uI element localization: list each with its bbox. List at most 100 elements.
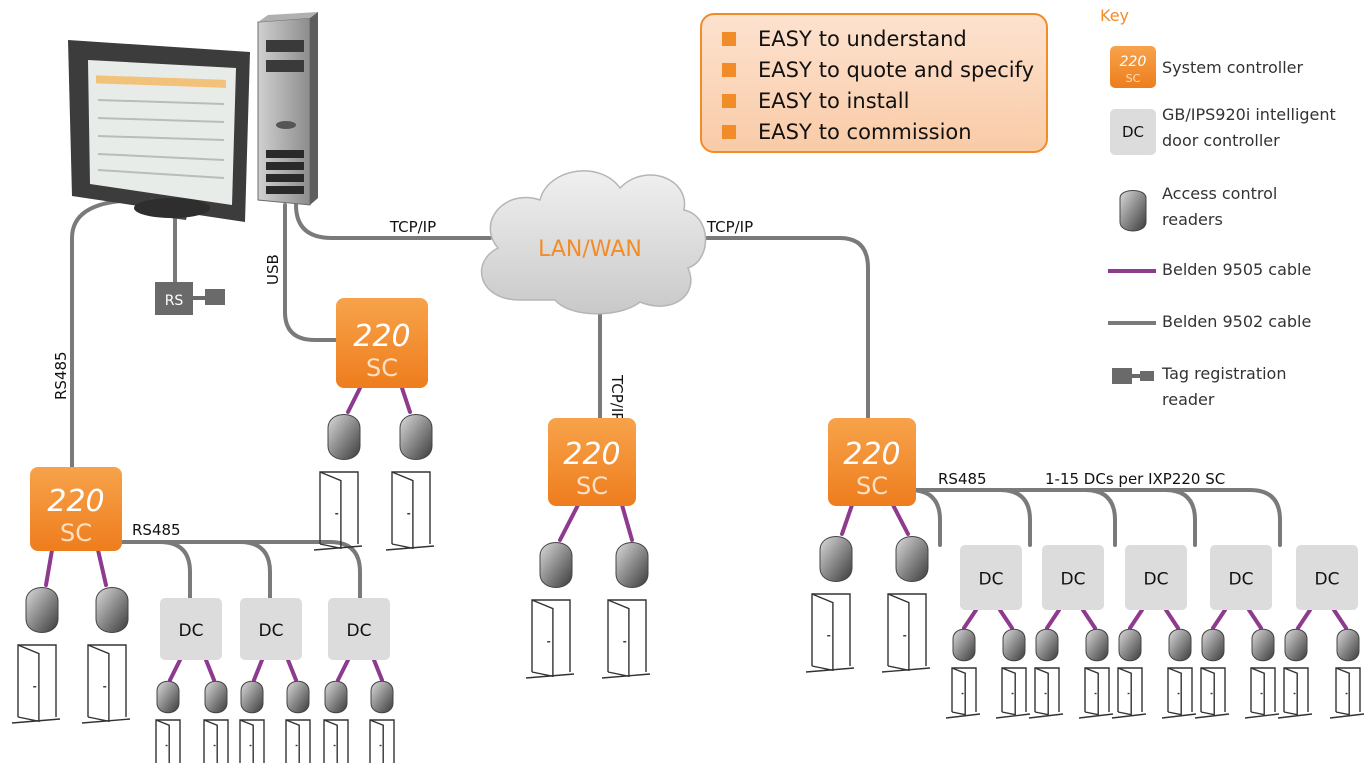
usb-label: USB (264, 254, 282, 285)
door-icon (285, 719, 311, 763)
access-reader-icon (1284, 628, 1308, 662)
benefit-strong: EASY (758, 57, 812, 82)
door-icon (239, 719, 265, 763)
legend-label: readers (1162, 210, 1223, 229)
rs485-label-vertical: RS485 (52, 351, 70, 400)
dc-label: DC (1061, 570, 1086, 590)
benefit-text: to understand (818, 26, 967, 51)
legend-item-door-controller: DC GB/IPS920i intelligent door controlle… (1100, 105, 1370, 157)
door-icon (1028, 667, 1064, 719)
door-controller: DC (960, 545, 1022, 610)
benefit-item: EASY to install (722, 85, 1046, 116)
legend: Key 220 SC System controller DC GB/IPS92… (1100, 0, 1370, 420)
lan-wan-cloud: LAN/WAN (480, 170, 707, 315)
door-icon (881, 593, 931, 673)
access-reader-icon (1002, 628, 1026, 662)
purple-cables (44, 386, 1348, 682)
benefit-strong: EASY (758, 88, 812, 113)
legend-label: reader (1162, 390, 1215, 409)
svg-text:220: 220 (47, 484, 104, 519)
svg-text:DC: DC (1122, 123, 1144, 141)
door-icon (313, 471, 363, 551)
legend-label: Belden 9502 cable (1162, 312, 1312, 331)
door-icon (1329, 667, 1365, 719)
legend-item-tag-reader: Tag registration reader (1100, 362, 1370, 412)
door-icon (805, 593, 855, 673)
bullet-square-icon (722, 124, 736, 139)
benefit-item: EASY to quote and specify (722, 54, 1046, 85)
legend-item-cable-9505: Belden 9505 cable (1100, 258, 1370, 308)
door-icon (601, 599, 651, 679)
door-icon (323, 719, 349, 763)
door-icon (1161, 667, 1197, 719)
dc-label: DC (347, 621, 372, 641)
access-reader-icon (1035, 628, 1059, 662)
access-reader-icon (1119, 190, 1147, 232)
svg-text:SC: SC (60, 519, 92, 547)
legend-item-reader: Access control readers (1100, 182, 1370, 232)
access-readers (25, 414, 1360, 714)
access-reader-icon (615, 542, 649, 588)
svg-text:220: 220 (843, 437, 900, 472)
benefits-panel: EASY to understand EASY to quote and spe… (700, 13, 1048, 153)
door-icon (155, 719, 181, 763)
svg-text:220: 220 (1120, 54, 1147, 70)
access-reader-icon (1201, 628, 1225, 662)
legend-label: System controller (1162, 58, 1304, 77)
system-controller-rs485: 220 SC (30, 467, 122, 551)
access-reader-icon (1168, 628, 1192, 662)
access-reader-icon (25, 587, 59, 633)
cloud-label: LAN/WAN (538, 237, 642, 262)
door-icon (1244, 667, 1280, 719)
tag-reader-icon (1112, 368, 1132, 384)
door-controller: DC (328, 598, 390, 660)
tag-registration-reader: RS (155, 282, 225, 315)
bullet-square-icon (722, 62, 736, 77)
dc-label: DC (1144, 570, 1169, 590)
rs485-label-left: RS485 (132, 521, 181, 539)
monitor-icon (68, 40, 250, 222)
door-controller: DC (160, 598, 222, 660)
tcpip-label-vertical: TCP/IP (608, 374, 626, 421)
access-reader-icon (399, 414, 433, 460)
door-controller-icon: DC (1110, 109, 1156, 155)
legend-item-cable-9502: Belden 9502 cable (1100, 310, 1370, 360)
door-icon (525, 599, 575, 679)
door-controller: DC (1042, 545, 1104, 610)
svg-text:SC: SC (366, 354, 398, 382)
system-controller-tcpip-center: 220 SC (548, 418, 636, 506)
rs-label: RS (165, 293, 184, 309)
access-reader-icon (1085, 628, 1109, 662)
access-reader-icon (370, 680, 394, 714)
benefit-item: EASY to commission (722, 116, 1046, 147)
dc-label: DC (259, 621, 284, 641)
purple-cable-swatch (1108, 269, 1156, 273)
legend-label: Access control (1162, 184, 1278, 203)
tcpip-label-right: TCP/IP (706, 218, 753, 236)
access-reader-icon (95, 587, 129, 633)
legend-label: Tag registration (1162, 364, 1287, 383)
access-reader-icon (539, 542, 573, 588)
dc-label: DC (179, 621, 204, 641)
tcpip-label-left: TCP/IP (389, 218, 436, 236)
dc-label: DC (1315, 570, 1340, 590)
door-controller: DC (1296, 545, 1358, 610)
legend-title: Key (1100, 6, 1130, 25)
door-icon (81, 644, 131, 724)
door-icon (1078, 667, 1114, 719)
access-reader-icon (204, 680, 228, 714)
access-reader-icon (1336, 628, 1360, 662)
svg-text:220: 220 (353, 319, 410, 354)
system-controller-usb: 220 SC (336, 298, 428, 388)
access-reader-icon (324, 680, 348, 714)
legend-label: Belden 9505 cable (1162, 260, 1312, 279)
access-reader-icon (895, 536, 929, 582)
access-reader-icon (1251, 628, 1275, 662)
access-reader-icon (156, 680, 180, 714)
benefit-strong: EASY (758, 26, 812, 51)
benefit-text: to commission (818, 119, 972, 144)
door-icon (995, 667, 1031, 719)
svg-text:SC: SC (1126, 72, 1141, 85)
